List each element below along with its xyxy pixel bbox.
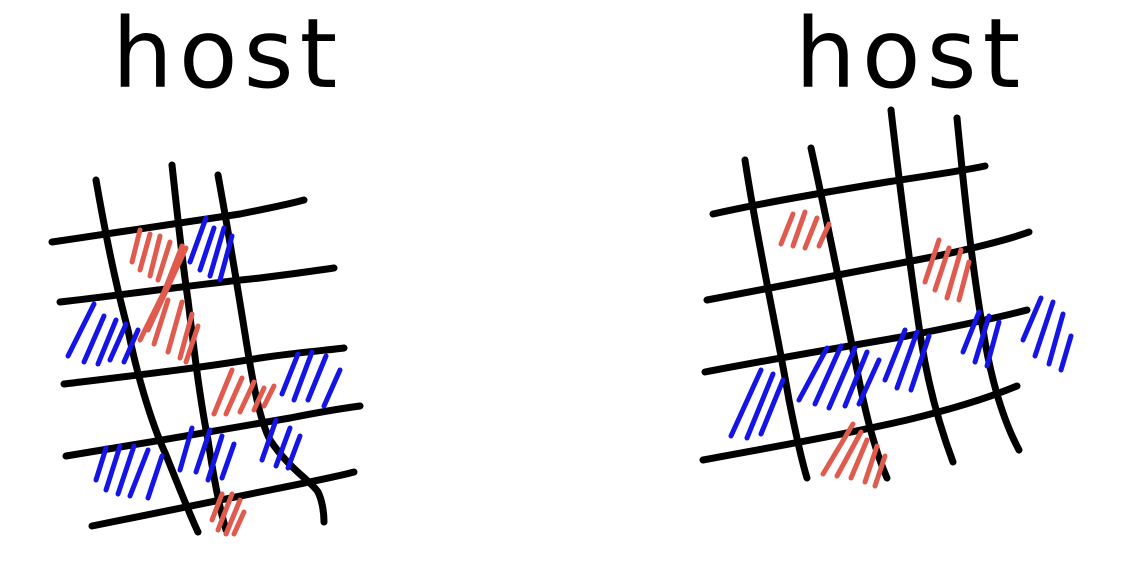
- blue-hatch-stroke: [259, 417, 279, 463]
- red-hatch-stroke: [237, 379, 257, 415]
- red-hatch-stroke: [932, 245, 952, 293]
- grid-vertical-line: [214, 171, 274, 444]
- blue-hatch-stroke: [207, 225, 227, 279]
- blue-hatch-stroke: [145, 453, 165, 501]
- blue-hatch-stroke: [1058, 333, 1074, 373]
- blue-hatch-stroke: [291, 349, 315, 403]
- blue-hatch-stroke: [81, 313, 107, 365]
- red-hatch-stroke: [956, 259, 972, 303]
- red-hatch-stroke: [790, 209, 808, 249]
- red-hatch-stroke: [147, 233, 163, 279]
- blue-hatch-stroke: [279, 351, 301, 397]
- grid-horizontal-line: [48, 196, 308, 246]
- red-hatch-stroke: [151, 297, 171, 347]
- blue-hatch-stroke: [187, 215, 209, 265]
- blue-hatch-stroke: [273, 425, 293, 469]
- blue-hatch-stroke: [1020, 295, 1044, 343]
- grid-vertical-line: [266, 436, 328, 526]
- red-hatch-stroke: [223, 375, 245, 417]
- red-hatch-stroke: [834, 429, 864, 479]
- grid-vertical-line: [168, 161, 230, 534]
- blue-hatch-stroke: [856, 357, 882, 407]
- grid-horizontal-line: [699, 382, 1021, 464]
- blue-hatch-stroke: [305, 353, 329, 403]
- blue-hatch-stroke: [177, 425, 195, 473]
- blue-hatch-stroke: [321, 367, 343, 409]
- red-hatch-stroke: [183, 323, 201, 365]
- red-hatch-stroke: [778, 211, 796, 247]
- blue-hatch-stroke: [882, 327, 908, 383]
- blue-hatch-stroke: [796, 345, 830, 403]
- blue-hatch-stroke: [1046, 311, 1066, 367]
- blue-hatch-stroke: [972, 313, 992, 365]
- blue-hatch-stroke: [127, 447, 151, 499]
- grid-horizontal-line: [60, 344, 348, 388]
- red-hatch-stroke: [155, 239, 173, 283]
- red-hatch-stroke: [802, 215, 820, 251]
- host-label: host: [112, 0, 344, 110]
- left-diagram-panel: host: [48, 0, 364, 537]
- blue-hatch-stroke: [842, 349, 870, 409]
- blue-hatch-marks: [65, 215, 343, 501]
- red-hatch-stroke: [816, 221, 832, 249]
- red-hatch-stroke: [137, 265, 179, 343]
- red-hatch-stroke: [872, 453, 888, 489]
- blue-hatch-stroke: [103, 443, 123, 493]
- blue-hatch-stroke: [193, 427, 213, 475]
- red-hatch-marks: [778, 209, 972, 489]
- blue-hatch-stroke: [894, 329, 920, 391]
- blue-hatch-stroke: [219, 441, 237, 481]
- blue-hatch-stroke: [93, 445, 109, 483]
- blue-hatch-stroke: [217, 233, 235, 283]
- blue-hatch-stroke: [107, 321, 129, 363]
- red-hatch-stroke: [215, 491, 235, 533]
- red-hatch-stroke: [177, 311, 195, 361]
- blue-hatch-stroke: [1032, 299, 1056, 359]
- blue-hatch-marks: [728, 295, 1074, 441]
- red-hatch-marks: [129, 227, 277, 537]
- grid-horizontal-line: [709, 162, 989, 218]
- grid-vertical-line: [741, 156, 811, 482]
- red-hatch-stroke: [209, 491, 225, 523]
- red-hatch-stroke: [251, 385, 267, 413]
- red-hatch-stroke: [820, 421, 856, 477]
- red-hatch-stroke: [848, 437, 870, 481]
- blue-hatch-stroke: [758, 377, 786, 437]
- grid-drawing: [699, 106, 1074, 489]
- blue-hatch-stroke: [744, 371, 776, 441]
- blue-hatch-stroke: [812, 343, 844, 407]
- red-hatch-stroke: [211, 367, 235, 417]
- red-hatch-stroke: [944, 247, 964, 301]
- blue-hatch-stroke: [984, 319, 1002, 369]
- blue-hatch-stroke: [285, 433, 303, 471]
- red-hatch-stroke: [165, 299, 185, 355]
- blue-hatch-stroke: [908, 333, 932, 393]
- blue-hatch-stroke: [115, 443, 137, 497]
- red-hatch-stroke: [261, 383, 277, 409]
- red-hatch-stroke: [129, 227, 143, 265]
- blue-hatch-stroke: [65, 301, 97, 359]
- grid-drawing: [48, 161, 364, 537]
- blue-hatch-stroke: [728, 367, 764, 439]
- blue-hatch-stroke: [826, 345, 858, 411]
- grid-horizontal-line: [703, 228, 1033, 304]
- right-diagram-panel: host: [567, 0, 1134, 572]
- grid-horizontal-line: [56, 264, 338, 306]
- grid-vertical-line: [887, 106, 957, 466]
- blue-hatch-stroke: [197, 225, 217, 273]
- blue-hatch-stroke: [95, 317, 119, 367]
- grid-horizontal-line: [88, 468, 358, 530]
- host-label: host: [795, 0, 1027, 110]
- red-hatch-stroke: [922, 237, 942, 285]
- blue-hatch-stroke: [121, 327, 141, 365]
- red-hatch-stroke: [223, 497, 243, 537]
- blue-hatch-stroke: [205, 433, 225, 483]
- red-hatch-stroke: [862, 443, 880, 485]
- blue-hatch-stroke: [960, 309, 982, 355]
- red-hatch-stroke: [231, 509, 247, 537]
- red-hatch-stroke: [137, 231, 153, 273]
